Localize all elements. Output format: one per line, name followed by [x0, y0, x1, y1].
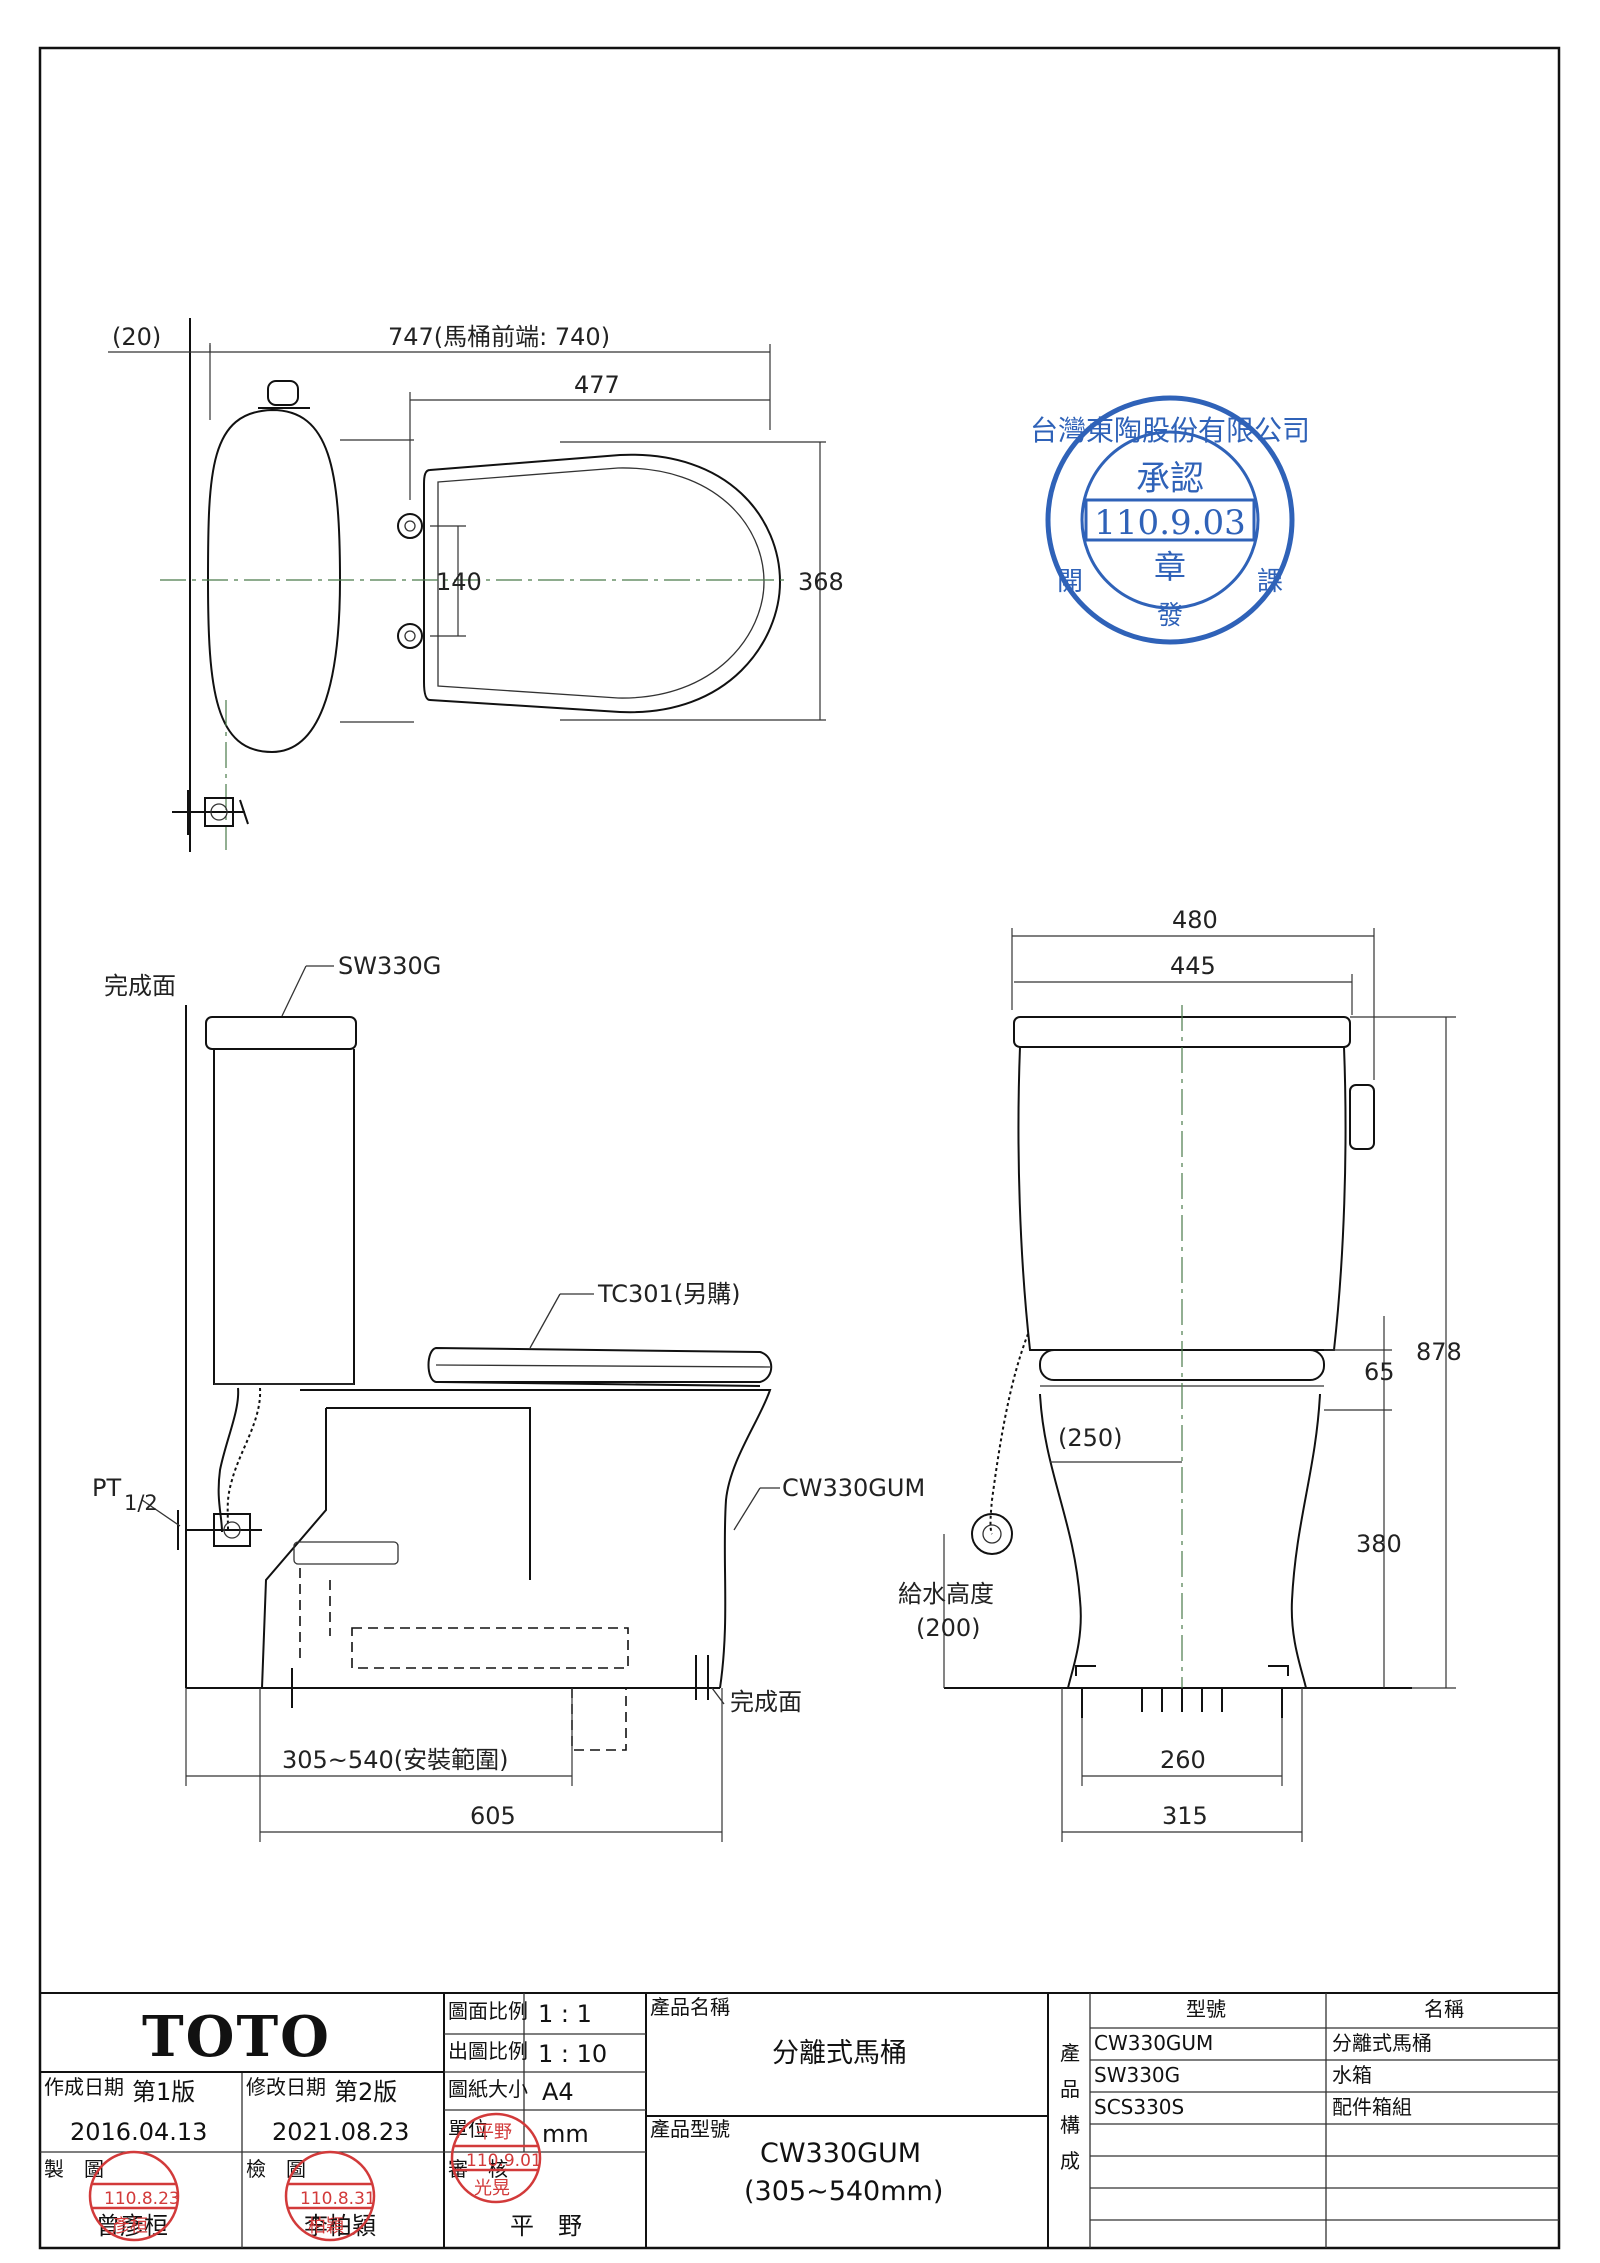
part-name-1: 分離式馬桶	[1332, 2031, 1432, 2055]
dim-bolt-spacing-label: 140	[436, 568, 482, 596]
checked-label: 檢 圖	[246, 2157, 306, 2181]
dim-bowl-height-label: 380	[1356, 1530, 1402, 1558]
checker-stamp-date: 110.8.31	[300, 2189, 376, 2209]
stamp-date-text: 110.9.03	[1094, 503, 1245, 543]
front-view: 480 445 878 65 380 (250) 給水高度 (200) 260 …	[898, 906, 1462, 1842]
part-model-3: SCS330S	[1094, 2095, 1184, 2119]
stamp-seal-text: 章	[1154, 548, 1186, 586]
dim-width-label: 368	[798, 568, 844, 596]
part-model-1: CW330GUM	[1094, 2031, 1213, 2055]
supply-height-label: 給水高度	[898, 1580, 994, 1608]
drawing-scale-value: 1 : 1	[538, 2000, 592, 2028]
product-model-value: CW330GUM	[760, 2138, 921, 2169]
stamp-approve-text: 承認	[1136, 459, 1204, 499]
paper-size-label: 圖紙大小	[448, 2077, 528, 2101]
approval-stamp: 台灣東陶股份有限公司 承認 110.9.03 章 開 發 課	[1030, 395, 1310, 645]
print-scale-label: 出圖比例	[448, 2039, 528, 2063]
drafter-stamp-name: 彥桓	[112, 2216, 148, 2237]
checker-name: 李柏穎	[304, 2212, 376, 2240]
created-date: 2016.04.13	[70, 2118, 207, 2146]
product-name-value: 分離式馬桶	[772, 2038, 907, 2069]
dim-offset-label: (20)	[112, 323, 161, 351]
parts-header-model: 型號	[1186, 1997, 1226, 2021]
composition-label-2: 品	[1060, 2077, 1080, 2101]
stamp-left-char: 開	[1057, 567, 1083, 597]
created-label: 作成日期	[44, 2075, 124, 2099]
composition-label-1: 產	[1060, 2041, 1080, 2065]
dim-width-tank-label: 445	[1170, 952, 1216, 980]
parts-header-name: 名稱	[1424, 1997, 1464, 2021]
edition-1: 第1版	[132, 2078, 195, 2106]
unit-label: 單位	[448, 2117, 488, 2141]
edition-2: 第2版	[334, 2078, 397, 2106]
reviewer-stamp-date: 110.9.01	[466, 2151, 542, 2171]
top-view: (20) 747(馬桶前端: 740) 477 140 368	[108, 318, 844, 852]
title-block: TOTO 作成日期 第1版 2016.04.13 修改日期 第2版 2021.0…	[39, 1992, 1560, 2249]
bowl-model-callout: CW330GUM	[782, 1474, 925, 1502]
dim-base-outer-label: 315	[1162, 1802, 1208, 1830]
stamp-right-char: 課	[1257, 567, 1283, 597]
modified-date: 2021.08.23	[272, 2118, 409, 2146]
drawing-scale-label: 圖面比例	[448, 1999, 528, 2023]
dim-install-range-label: 305~540(安裝範圍)	[282, 1746, 508, 1774]
dim-overall-length-label: 747(馬桶前端: 740)	[388, 323, 610, 351]
product-model-range: (305~540mm)	[744, 2176, 943, 2207]
dim-base-inner-label: 260	[1160, 1746, 1206, 1774]
dim-seat-offset-label: 65	[1364, 1358, 1395, 1386]
product-model-label: 產品型號	[650, 2117, 730, 2141]
pipe-fraction-label: 1/2	[124, 1491, 158, 1515]
supply-height-value: (200)	[916, 1614, 981, 1642]
part-name-2: 水箱	[1332, 2063, 1372, 2087]
dim-width-total-label: 480	[1172, 906, 1218, 934]
stamp-company-text: 台灣東陶股份有限公司	[1030, 414, 1310, 447]
pipe-thread-label: PT	[92, 1474, 121, 1502]
unit-value: mm	[542, 2120, 589, 2148]
side-view: SW330G 完成面 TC301(另購) CW330GUM PT 1/2 完成面…	[92, 952, 925, 1842]
reviewer-name: 平 野	[510, 2212, 582, 2240]
checker-stamp-name: 柏穎	[308, 2216, 344, 2237]
dim-height-total-label: 878	[1416, 1338, 1462, 1366]
print-scale-value: 1 : 10	[538, 2040, 607, 2068]
paper-size-value: A4	[542, 2078, 574, 2106]
dim-depth-label: 605	[470, 1802, 516, 1830]
reviewer-stamp-name: 光晃	[474, 2178, 510, 2199]
finish-wall-label: 完成面	[104, 972, 176, 1000]
reviewer-stamp-top: 平野	[476, 2122, 512, 2143]
finish-floor-label: 完成面	[730, 1688, 802, 1716]
tank-model-callout: SW330G	[338, 952, 441, 980]
part-name-3: 配件箱組	[1332, 2095, 1412, 2119]
composition-label-3: 構	[1060, 2113, 1080, 2137]
modified-label: 修改日期	[246, 2075, 326, 2099]
brand-logo: TOTO	[142, 2004, 331, 2070]
part-model-2: SW330G	[1094, 2063, 1180, 2087]
drafter-stamp: 110.8.23 彥桓	[88, 2150, 180, 2242]
product-name-label: 產品名稱	[650, 1995, 730, 2019]
dim-seat-length-label: 477	[574, 371, 620, 399]
dim-water-offset-label: (250)	[1058, 1424, 1123, 1452]
drafter-stamp-date: 110.8.23	[104, 2189, 180, 2209]
reviewer-stamp: 平野 110.9.01 光晃	[450, 2112, 542, 2204]
checker-stamp: 110.8.31 柏穎	[284, 2150, 376, 2242]
composition-label-4: 成	[1060, 2149, 1080, 2173]
sheet-border	[38, 46, 1561, 2250]
stamp-bottom-char: 發	[1157, 601, 1183, 631]
seat-model-callout: TC301(另購)	[597, 1280, 741, 1308]
